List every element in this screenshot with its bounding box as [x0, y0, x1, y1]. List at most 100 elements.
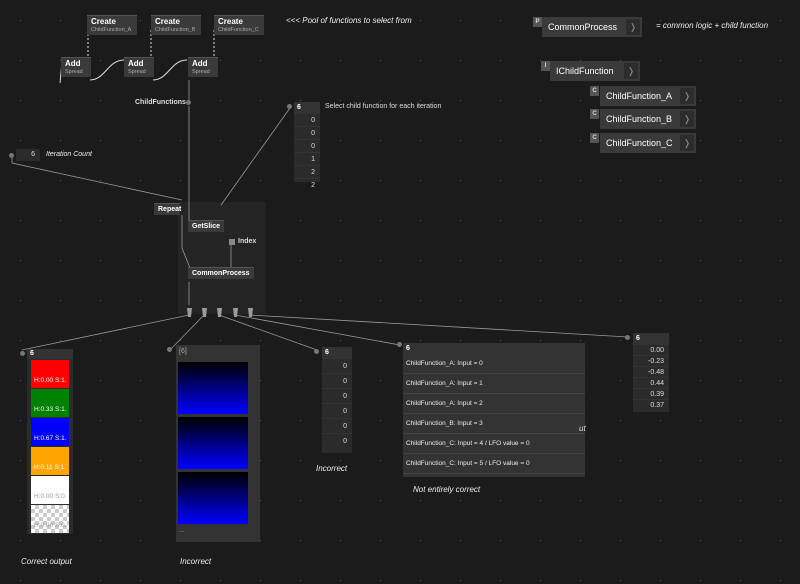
- iteration-pin[interactable]: [9, 153, 14, 158]
- chevron-right-icon[interactable]: ❭: [680, 111, 694, 127]
- class-name: ChildFunction_C: [606, 138, 673, 148]
- float-cell[interactable]: 0.44: [633, 377, 669, 388]
- colors-pin[interactable]: [20, 351, 25, 356]
- repeat-label: Repeat: [158, 206, 182, 213]
- add-title: Add: [192, 59, 208, 68]
- string-row[interactable]: ChildFunction_A: Input = 2: [403, 394, 585, 414]
- legend-class-b[interactable]: C ChildFunction_B ❭: [590, 109, 696, 129]
- iteration-iobox[interactable]: 6: [16, 149, 40, 161]
- value-cell[interactable]: 0: [322, 433, 352, 448]
- getslice-label: GetSlice: [192, 223, 221, 230]
- pool-note: <<< Pool of functions to select from: [286, 16, 412, 25]
- legend-class-a[interactable]: C ChildFunction_A ❭: [590, 86, 696, 106]
- selector-value[interactable]: 0: [294, 126, 320, 139]
- string-row[interactable]: ChildFunction_A: Input = 0: [403, 354, 585, 374]
- strings-iobox[interactable]: 6 ChildFunction_A: Input = 0 ChildFuncti…: [403, 343, 585, 477]
- child-functions-pin[interactable]: [186, 100, 191, 105]
- texture-footer: ...: [179, 527, 185, 534]
- float-cell[interactable]: -0.23: [633, 355, 669, 366]
- commonprocess-node[interactable]: CommonProcess: [188, 267, 254, 279]
- chevron-right-icon[interactable]: ❭: [680, 135, 694, 151]
- string-row[interactable]: ChildFunction_C: Input = 4 / LFO value =…: [403, 434, 585, 454]
- add-node-2[interactable]: Add Spread: [124, 57, 154, 77]
- value-cell[interactable]: 0: [322, 373, 352, 388]
- values-pin[interactable]: [314, 349, 319, 354]
- float-cell[interactable]: 0.39: [633, 388, 669, 399]
- selector-value[interactable]: 0: [294, 139, 320, 152]
- selector-value[interactable]: 2: [294, 165, 320, 178]
- index-label: Index: [238, 238, 257, 245]
- string-row[interactable]: ChildFunction_B: Input = 3: [403, 414, 585, 434]
- legend-interface[interactable]: I IChildFunction ❭: [541, 61, 640, 81]
- create-sub: ChildFunction_A: [91, 27, 132, 33]
- add-sub: Spread: [128, 69, 146, 75]
- output-pins: [186, 305, 254, 317]
- process-note: = common logic + child function: [656, 21, 769, 30]
- floats-pin[interactable]: [625, 335, 630, 340]
- color-swatch[interactable]: H:0.67 S:1.: [31, 418, 69, 446]
- create-node-c[interactable]: Create ChildFunction_C: [214, 15, 264, 35]
- selector-pin[interactable]: [287, 104, 292, 109]
- texture-preview[interactable]: [178, 472, 248, 524]
- colors-caption: Correct output: [21, 557, 72, 566]
- process-name: CommonProcess: [548, 22, 618, 32]
- color-swatch[interactable]: H:0.00 S:0.: [31, 476, 69, 504]
- legend-process[interactable]: P CommonProcess ❭: [533, 17, 642, 37]
- wires: [11, 80, 629, 351]
- iteration-label: Iteration Count: [46, 151, 92, 158]
- value-cell[interactable]: 0: [322, 358, 352, 373]
- create-sub: ChildFunction_C: [218, 27, 259, 33]
- add-sub: Spread: [65, 69, 83, 75]
- strings-count: 6: [403, 343, 585, 354]
- getslice-node[interactable]: GetSlice: [188, 220, 224, 232]
- texture-pin[interactable]: [167, 347, 172, 352]
- create-sub: ChildFunction_B: [155, 27, 196, 33]
- float-cell[interactable]: 0.37: [633, 399, 669, 410]
- colors-count: 6: [27, 349, 73, 359]
- floats-count: 6: [633, 333, 669, 344]
- index-pin[interactable]: [229, 239, 235, 245]
- color-swatch[interactable]: H:0.00 S:1.: [31, 360, 69, 388]
- selector-iobox[interactable]: 6 0 0 0 1 2 2: [294, 102, 320, 189]
- add-node-3[interactable]: Add Spread: [188, 57, 218, 77]
- color-swatch[interactable]: H:0.00 S:0.: [31, 505, 69, 533]
- values-count: 6: [322, 347, 352, 358]
- class-name: ChildFunction_A: [606, 91, 673, 101]
- string-row[interactable]: ChildFunction_A: Input = 1: [403, 374, 585, 394]
- selector-value[interactable]: 0: [294, 113, 320, 126]
- floats-iobox[interactable]: 6 0.00 -0.23 -0.48 0.44 0.39 0.37: [633, 333, 669, 412]
- texture-preview[interactable]: [178, 417, 248, 469]
- class-tag: C: [590, 86, 599, 96]
- selector-value[interactable]: 2: [294, 178, 320, 191]
- values-caption: Incorrect: [316, 464, 348, 473]
- class-tag: C: [590, 133, 599, 143]
- repeat-region: [178, 202, 266, 314]
- legend-class-c[interactable]: C ChildFunction_C ❭: [590, 133, 696, 153]
- strings-pin[interactable]: [397, 342, 402, 347]
- add-node-1[interactable]: Add Spread: [61, 57, 91, 77]
- float-cell[interactable]: -0.48: [633, 366, 669, 377]
- class-name: ChildFunction_B: [606, 114, 673, 124]
- string-row[interactable]: ChildFunction_C: Input = 5 / LFO value =…: [403, 454, 585, 474]
- chevron-right-icon[interactable]: ❭: [624, 63, 638, 79]
- color-swatch[interactable]: H:0.11 S:1.: [31, 447, 69, 475]
- chevron-right-icon[interactable]: ❭: [680, 88, 694, 104]
- value-cell[interactable]: 0: [322, 388, 352, 403]
- selector-value[interactable]: 1: [294, 152, 320, 165]
- color-swatch[interactable]: H:0.33 S:1.: [31, 389, 69, 417]
- colors-iobox[interactable]: 6 H:0.00 S:1. H:0.33 S:1. H:0.67 S:1. H:…: [27, 349, 73, 534]
- iteration-value[interactable]: 6: [31, 151, 35, 158]
- interface-name: IChildFunction: [556, 66, 614, 76]
- value-cell[interactable]: 0: [322, 418, 352, 433]
- repeat-node[interactable]: Repeat: [154, 203, 182, 215]
- commonprocess-label: CommonProcess: [192, 270, 250, 277]
- values-iobox[interactable]: 6 0 0 0 0 0 0: [322, 347, 352, 453]
- float-cell[interactable]: 0.00: [633, 344, 669, 355]
- create-node-a[interactable]: Create ChildFunction_A: [87, 15, 137, 35]
- chevron-right-icon[interactable]: ❭: [626, 19, 640, 35]
- texture-iobox[interactable]: [6] ...: [176, 345, 260, 542]
- texture-preview[interactable]: [178, 362, 248, 414]
- create-node-b[interactable]: Create ChildFunction_B: [151, 15, 201, 35]
- value-cell[interactable]: 0: [322, 403, 352, 418]
- add-sub: Spread: [192, 69, 210, 75]
